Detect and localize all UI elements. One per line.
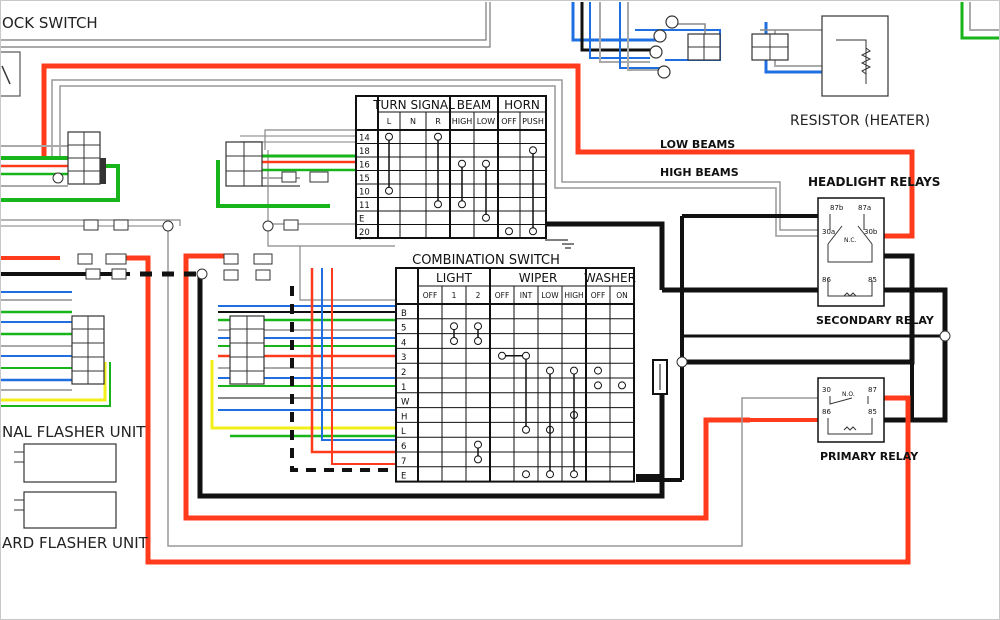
combo-table-sub-label: 2 — [476, 291, 481, 300]
main-wires — [0, 63, 948, 565]
turn-table-sub-label: PUSH — [522, 117, 544, 126]
hazard-flasher-label: ARD FLASHER UNIT — [2, 534, 149, 552]
combo-table-row-label: 5 — [401, 324, 406, 334]
turn-table-contact — [505, 227, 513, 236]
pri-pin-85: 85 — [868, 408, 877, 416]
turn-table-row-label: 20 — [359, 228, 370, 238]
lock-switch-block: OCK SWITCH — [0, 2, 491, 97]
combo-table-sub-label: ON — [616, 291, 628, 300]
turn-table-sub-label: R — [435, 117, 441, 126]
pri-pin-30: 30 — [822, 386, 831, 394]
turn-table-sub-label: LOW — [477, 117, 495, 126]
turn-table-row-label: E — [359, 215, 364, 225]
turn-table-sub-label: L — [387, 117, 392, 126]
resistor-heater-label: RESISTOR (HEATER) — [790, 113, 930, 129]
combination-switch-table: COMBINATION SWITCH LIGHT WIPER WASHER OFF 1 2 O… — [395, 253, 636, 483]
combo-table-sub-label: HIGH — [564, 291, 583, 300]
signal-flasher-label: NAL FLASHER UNIT — [2, 423, 146, 441]
combo-table-row-label: 1 — [401, 383, 406, 393]
combo-table-row-label: W — [401, 398, 410, 408]
pin-nc: N.C. — [844, 237, 857, 244]
pri-pin-87: 87 — [868, 386, 877, 394]
headlight-relays-label: HEADLIGHT RELAYS — [808, 175, 940, 189]
combo-table-group-label: LIGHT — [436, 271, 473, 285]
combo-table-contact — [594, 381, 602, 390]
turn-table-group-label: TURN SIGNAL — [372, 98, 455, 112]
combo-table-title: COMBINATION SWITCH — [412, 253, 560, 268]
pin-30a: 30a — [822, 228, 835, 236]
secondary-relay-label: SECONDARY RELAY — [816, 314, 935, 327]
flasher-units: NAL FLASHER UNIT ARD FLASHER UNIT — [2, 423, 149, 552]
turn-table-group-label: HORN — [504, 98, 540, 112]
combo-table-row-label: 7 — [401, 457, 406, 467]
pri-pin-86: 86 — [822, 408, 831, 416]
turn-table-group-label: BEAM — [457, 98, 491, 112]
combo-table-group-label: WIPER — [519, 271, 558, 285]
combo-table-row-label: H — [401, 412, 407, 422]
combo-table-row-label: 3 — [401, 353, 406, 363]
combo-table-sub-label: OFF — [495, 291, 510, 300]
headlight-relays: HEADLIGHT RELAYS 87b 87a 30a N.C. 30b 86… — [808, 175, 940, 463]
turn-table-sub-label: HIGH — [452, 117, 473, 126]
combo-table-row-label: 4 — [401, 338, 406, 348]
turn-table-sub-label: N — [410, 117, 416, 126]
turn-table-row-label: 18 — [359, 147, 370, 157]
pin-30b: 30b — [864, 228, 878, 236]
combo-table-contact — [618, 381, 626, 390]
pin-86: 86 — [822, 276, 831, 284]
pin-87b: 87b — [830, 204, 844, 212]
connectors — [52, 131, 951, 395]
combo-table-row-label: 2 — [401, 368, 406, 378]
low-beams-label: LOW BEAMS — [660, 138, 735, 151]
turn-table-row-label: 14 — [359, 134, 370, 144]
combo-table-sub-label: INT — [520, 291, 533, 300]
combo-table-sub-label: LOW — [541, 291, 559, 300]
turn-table-row-label: 10 — [359, 188, 370, 198]
combo-table-row-label: L — [401, 427, 406, 437]
combo-table-sub-label: OFF — [423, 291, 438, 300]
heater-circuit: RESISTOR (HEATER) — [571, 2, 1000, 129]
turn-table-row-label: 11 — [359, 201, 370, 211]
combo-table-contact — [594, 366, 602, 375]
turn-table-sub-label: OFF — [501, 117, 517, 126]
high-beams-label: HIGH BEAMS — [660, 166, 739, 179]
combo-table-row-label: B — [401, 309, 407, 319]
combo-table-contact — [522, 470, 530, 479]
pri-pin-no: N.O. — [842, 391, 855, 398]
turn-table-row-label: 16 — [359, 161, 370, 171]
combo-table-sub-label: OFF — [591, 291, 606, 300]
combo-table-row-label: E — [401, 472, 406, 482]
combo-table-group-label: WASHER — [584, 271, 636, 285]
turn-table-row-label: 15 — [359, 174, 370, 184]
lock-switch-label: OCK SWITCH — [2, 14, 98, 32]
combo-table-row-label: 6 — [401, 442, 406, 452]
pin-87a: 87a — [858, 204, 871, 212]
primary-relay-label: PRIMARY RELAY — [820, 450, 919, 463]
combo-table-sub-label: 1 — [452, 291, 457, 300]
